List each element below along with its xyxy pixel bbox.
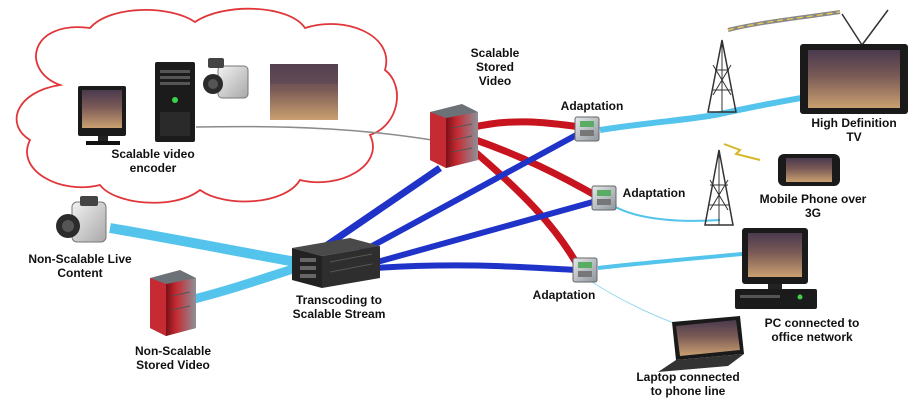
label-pc-office: PC connected to office network	[754, 316, 870, 344]
hd-tv	[800, 9, 908, 114]
broadcast-tower-tv	[707, 10, 841, 113]
mobile-phone	[778, 154, 840, 186]
transcoder-server	[292, 238, 380, 288]
office-pc	[735, 228, 817, 309]
label-line: encoder	[129, 161, 177, 175]
encoder-monitor	[78, 86, 126, 145]
label-line: Scalable video	[111, 147, 195, 161]
scalable-stored-video-server	[430, 104, 478, 168]
label-line: Laptop connected	[636, 370, 740, 384]
cyan-link-tv	[599, 93, 813, 133]
cyan-link-live	[109, 223, 297, 267]
encoder-video-frame	[270, 64, 338, 120]
label-scalable-stored-video: Scalable Stored Video	[463, 46, 527, 88]
adaptation-node-top	[574, 116, 600, 142]
label-laptop-phone: Laptop connected to phone line	[630, 370, 746, 398]
label-line: 3G	[804, 206, 821, 220]
red-link-adaptation-mid	[468, 134, 602, 202]
laptop	[658, 316, 744, 372]
label-non-scalable-live: Non-Scalable Live Content	[12, 252, 148, 280]
label-adaptation-middle: Adaptation	[622, 186, 686, 200]
label-adaptation-bottom: Adaptation	[532, 288, 596, 302]
blue-link-adaptation-top	[348, 130, 582, 261]
label-scalable-video-encoder: Scalable video encoder	[93, 147, 213, 175]
label-line: office network	[771, 330, 853, 344]
non-scalable-stored-server	[150, 270, 196, 336]
label-line: Mobile Phone over	[759, 192, 867, 206]
blue-link-adaptation-mid	[369, 197, 601, 267]
label-line: Content	[57, 266, 103, 280]
encoder-link	[195, 125, 433, 141]
broadcast-tower-phone	[704, 143, 761, 226]
cyan-link-phone	[611, 204, 721, 222]
cyan-link-pc	[597, 252, 743, 270]
label-transcoding: Transcoding to Scalable Stream	[283, 293, 395, 321]
label-line: TV	[846, 130, 862, 144]
label-adaptation-top: Adaptation	[560, 99, 624, 113]
red-link-adaptation-bottom	[465, 143, 582, 268]
blue-link-adaptation-bottom	[374, 262, 579, 273]
label-line: Non-Scalable	[134, 344, 212, 358]
label-line: Video	[478, 74, 512, 88]
label-hd-tv: High Definition TV	[799, 116, 909, 144]
adaptation-node-bottom	[572, 257, 598, 283]
label-non-scalable-stored: Non-Scalable Stored Video	[118, 344, 228, 372]
network-links	[109, 93, 813, 333]
label-line: Scalable Stream	[292, 307, 386, 321]
encoder-camera	[203, 58, 249, 99]
blue-link-stored	[318, 165, 442, 253]
cyan-link-stored	[188, 263, 298, 305]
label-line: to phone line	[650, 384, 726, 398]
label-line: Stored	[475, 60, 514, 74]
adaptation-node-middle	[591, 185, 617, 211]
encoder-cloud	[15, 7, 398, 204]
label-line: High Definition	[811, 116, 897, 130]
label-line: PC connected to	[764, 316, 860, 330]
label-mobile-phone: Mobile Phone over 3G	[748, 192, 878, 220]
label-line: Stored Video	[136, 358, 210, 372]
encoder-pc-tower	[155, 62, 195, 142]
label-line: Scalable	[470, 46, 520, 60]
label-line: Transcoding to	[295, 293, 382, 307]
live-camera	[56, 196, 107, 243]
label-line: Non-Scalable Live	[28, 252, 132, 266]
red-link-adaptation-top	[469, 118, 581, 132]
